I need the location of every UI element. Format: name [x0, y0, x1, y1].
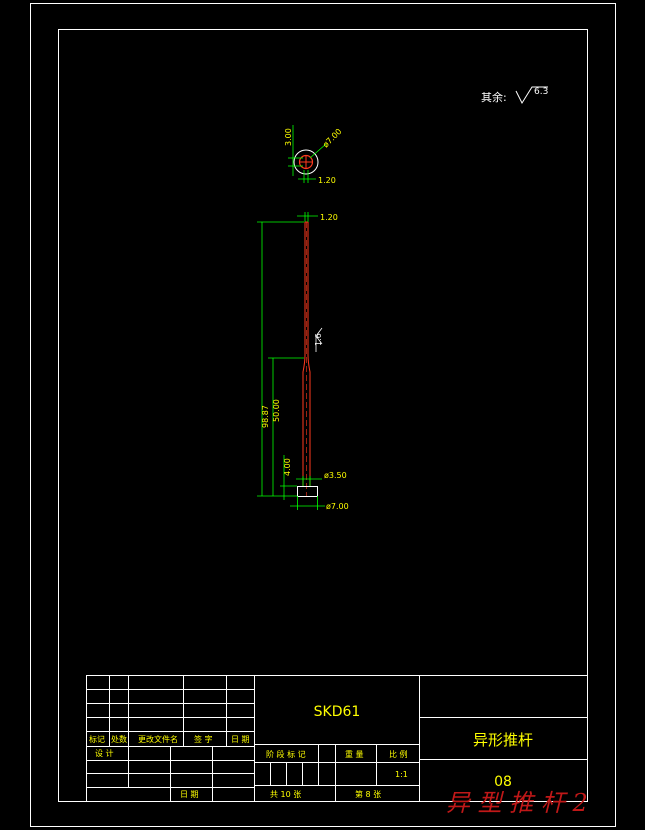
top-diameter-dim: ø7.00	[321, 127, 343, 149]
mid-length-dim: 50.00	[272, 399, 281, 422]
surface-finish-note: 其余: 6.3	[481, 86, 548, 105]
weight-label: 重 量	[345, 749, 364, 759]
rev-label-date: 日 期	[231, 735, 250, 744]
watermark: 异 型 推 杆 2	[446, 789, 588, 817]
top-width-dim: 1.20	[318, 176, 336, 185]
shank-diameter-dim: ø3.50	[324, 471, 347, 480]
title-block	[86, 675, 588, 802]
material: SKD61	[314, 704, 361, 720]
head-length-dim: 4.00	[283, 458, 292, 476]
pin-head	[297, 486, 318, 497]
total-length-dim: 98.87	[261, 405, 270, 428]
rev-label-mark: 标记	[89, 734, 105, 744]
part-name: 异形推杆	[473, 731, 533, 749]
top-view: 3.00 ø7.00 1.20	[284, 125, 343, 185]
finish-value: 6.3	[534, 87, 548, 97]
tip-dim: 1.20	[320, 213, 338, 222]
total-sheets: 共 10 张	[270, 790, 301, 799]
outer-frame	[30, 3, 616, 827]
roughness-value: 1.6	[314, 333, 323, 346]
date-label: 日 期	[180, 790, 199, 799]
sheet-no: 第 8 张	[355, 789, 381, 799]
head-diameter-dim: ø7.00	[326, 502, 349, 511]
finish-label: 其余:	[481, 90, 507, 104]
stage-label: 阶 段 标 记	[266, 749, 306, 759]
design-label: 设 计	[95, 748, 114, 758]
top-height-dim: 3.00	[284, 128, 293, 146]
scale-value: 1:1	[395, 770, 408, 779]
title-block-text: 标记 处数 更改文件名 签 字 日 期 设 计 日 期 SKD61 阶 段 标 …	[89, 704, 533, 799]
scale-label: 比 例	[389, 749, 408, 759]
rev-label-sign: 签 字	[194, 734, 213, 744]
rev-label-file: 更改文件名	[138, 734, 178, 744]
side-view: 1.20 1.6 98.87 50.00 4.00 ø3.50 ø7.00	[257, 212, 349, 511]
drawing-no: 08	[494, 774, 512, 790]
rev-label-count: 处数	[111, 734, 127, 744]
